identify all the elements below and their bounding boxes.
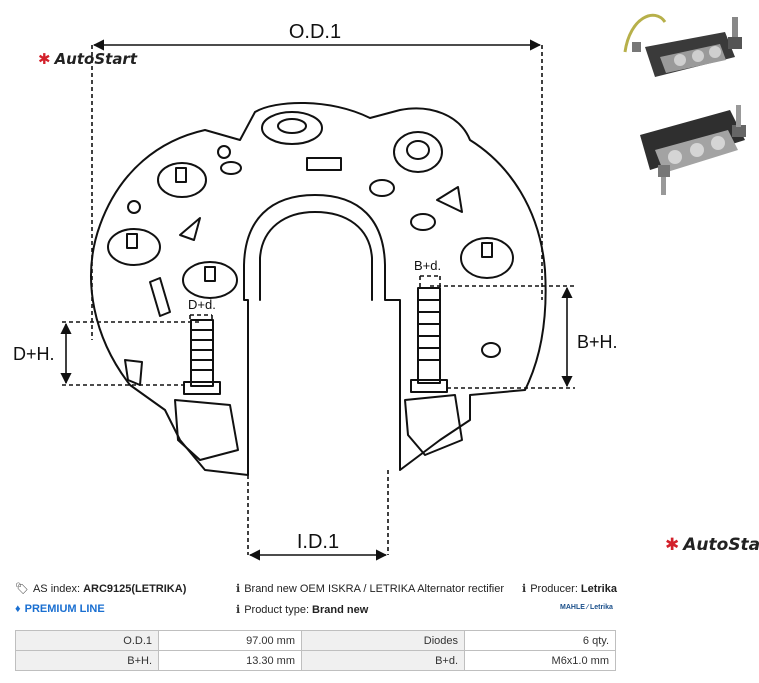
spec-label: B+H. <box>15 650 159 671</box>
spec-value: 6 qty. <box>464 630 616 651</box>
bd-label: B+d. <box>414 258 441 273</box>
id1-label: I.D.1 <box>297 531 339 553</box>
premium-line[interactable]: ♦ PREMIUM LINE <box>15 603 105 615</box>
tags-icon: 🏷 <box>15 583 29 595</box>
as-index-label: AS index: <box>32 582 81 595</box>
producer-value: Letrika <box>580 582 617 595</box>
table-row: B+H. 13.30 mm B+d. M6x1.0 mm <box>15 650 616 671</box>
rectifier-photo-bottom <box>640 105 746 195</box>
autostart-logo-icon: ✱ <box>38 50 51 68</box>
gem-icon: ♦ <box>15 603 21 615</box>
autostart-logo: ✱ AutoStart <box>38 50 137 68</box>
product-description: ℹ Brand new OEM ISKRA / LETRIKA Alternat… <box>236 582 505 596</box>
dd-label: D+d. <box>188 297 216 312</box>
info-icon: ℹ <box>236 604 241 616</box>
producer: ℹ Producer: Letrika <box>522 582 617 596</box>
product-type-label: Product type: <box>244 603 310 616</box>
spec-label: B+d. <box>301 650 465 671</box>
od1-label: O.D.1 <box>289 21 341 43</box>
description-text: Brand new OEM ISKRA / LETRIKA Alternator… <box>244 582 505 595</box>
product-type-value: Brand new <box>312 603 369 616</box>
rectifier-technical-drawing: O.D.1 I.D.1 D+H. B+H. D+d. B+d. <box>13 21 618 561</box>
info-icon: ℹ <box>522 583 527 595</box>
bh-label: B+H. <box>577 332 618 352</box>
as-index: 🏷 AS index: ARC9125(LETRIKA) <box>15 582 187 596</box>
producer-label: Producer: <box>530 582 578 595</box>
spec-value: M6x1.0 mm <box>464 650 616 671</box>
spec-label: O.D.1 <box>15 630 159 651</box>
premium-text: PREMIUM LINE <box>24 603 105 615</box>
autostart-logo-text: AutoStart <box>54 50 138 68</box>
autostart-logo-icon: ✱ <box>665 535 680 555</box>
product-type: ℹ Product type: Brand new <box>236 603 369 617</box>
spec-value: 97.00 mm <box>158 630 302 651</box>
table-row: O.D.1 97.00 mm Diodes 6 qty. <box>15 630 616 651</box>
specs-table: O.D.1 97.00 mm Diodes 6 qty. B+H. 13.30 … <box>15 630 616 671</box>
autostart-logo-side: ✱ AutoStar <box>665 535 759 555</box>
spec-label: Diodes <box>301 630 465 651</box>
as-index-value: ARC9125(LETRIKA) <box>83 582 187 595</box>
info-icon: ℹ <box>236 583 241 595</box>
mahle-letrika-logo: MAHLE ∕ Letrika <box>560 604 613 611</box>
spec-value: 13.30 mm <box>158 650 302 671</box>
autostart-logo-side-text: AutoStar <box>683 535 759 555</box>
dh-label: D+H. <box>13 344 55 364</box>
rectifier-photo-top <box>623 13 742 77</box>
